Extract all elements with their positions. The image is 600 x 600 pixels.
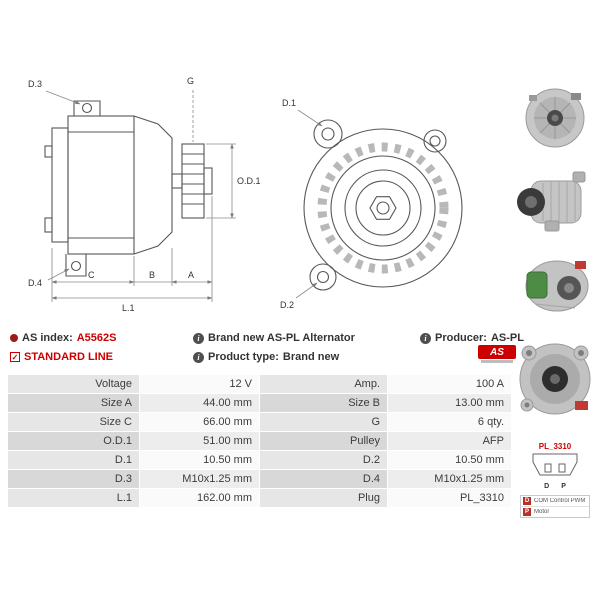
front-view-drawing: D.1 D.2: [278, 90, 483, 320]
bullet-icon: [10, 334, 18, 342]
spec-label: L.1: [8, 489, 140, 508]
dim-label-l1: L.1: [122, 303, 135, 313]
spec-value: 51.00 mm: [140, 432, 260, 451]
producer: i Producer: AS-PL: [420, 332, 524, 344]
pin-key-badge: D: [523, 497, 531, 505]
brand-new-text: Brand new AS-PL Alternator: [208, 332, 355, 344]
pin-description: COM Control PWM: [534, 498, 586, 504]
info-icon: i: [420, 332, 431, 344]
as-pl-logo: AS: [478, 345, 516, 363]
connector-drawing: [523, 452, 587, 483]
spec-value: AFP: [388, 432, 512, 451]
spec-value: 10.50 mm: [388, 451, 512, 470]
spec-label: D.1: [8, 451, 140, 470]
spec-label: Size B: [260, 394, 388, 413]
pin-key-badge: P: [523, 508, 531, 516]
standard-line-label: STANDARD LINE: [24, 351, 114, 363]
spec-value: 162.00 mm: [140, 489, 260, 508]
dimension-lines: [45, 90, 236, 302]
spec-label: O.D.1: [8, 432, 140, 451]
dim-label-d2: D.2: [280, 300, 294, 310]
as-pl-logo-mark: AS: [478, 345, 516, 359]
spec-table: Voltage 12 V Amp. 100 A Size A 44.00 mm …: [8, 375, 512, 508]
connector-pin-letters: D P: [544, 483, 566, 490]
photo-rear-view: [515, 86, 595, 155]
photo-front-view: [515, 331, 595, 428]
spec-value: 44.00 mm: [140, 394, 260, 413]
spec-value: 13.00 mm: [388, 394, 512, 413]
brand-new-note: i Brand new AS-PL Alternator: [193, 332, 355, 344]
spec-value: M10x1.25 mm: [140, 470, 260, 489]
as-index-value: A5562S: [76, 332, 117, 344]
connector-pin-d: D: [544, 483, 550, 490]
product-photos: PL_3310 D P D COM Control PWM P Motor: [512, 86, 598, 518]
photo-angled-view: [515, 254, 595, 321]
connector-pin-p: P: [561, 483, 566, 490]
dim-label-b: B: [149, 270, 155, 280]
spec-value: M10x1.25 mm: [388, 470, 512, 489]
dim-label-d4: D.4: [28, 278, 42, 288]
dim-label-d1: D.1: [282, 98, 296, 108]
as-pl-logo-tagline: [481, 360, 513, 363]
product-type-label: Product type:: [208, 351, 279, 363]
side-view-drawing: D.3 G O.D.1 D.4 C B A L.1: [22, 70, 272, 323]
photo-side-view: [515, 165, 595, 244]
producer-label: Producer:: [435, 332, 487, 344]
spec-value: PL_3310: [388, 489, 512, 508]
as-index-label: AS index:: [22, 332, 73, 344]
spec-value: 66.00 mm: [140, 413, 260, 432]
spec-label: Voltage: [8, 375, 140, 394]
spec-label: D.2: [260, 451, 388, 470]
alternator-front-outline: [303, 119, 463, 291]
product-type: i Product type: Brand new: [193, 351, 339, 363]
pin-legend-row: P Motor: [521, 506, 589, 517]
spec-label: Amp.: [260, 375, 388, 394]
dim-label-g: G: [187, 76, 194, 86]
pin-legend-row: D COM Control PWM: [521, 496, 589, 506]
dimension-labels: D.3 G O.D.1 D.4 C B A L.1: [28, 76, 261, 313]
dim-label-d3: D.3: [28, 79, 42, 89]
as-index: AS index: A5562S: [10, 332, 117, 344]
spec-label: D.3: [8, 470, 140, 489]
spec-value: 6 qty.: [388, 413, 512, 432]
alternator-side-outline: [44, 100, 213, 277]
spec-label: Size C: [8, 413, 140, 432]
info-icon: i: [193, 332, 204, 344]
spec-label: D.4: [260, 470, 388, 489]
producer-value: AS-PL: [490, 332, 524, 344]
connector-name: PL_3310: [538, 442, 572, 451]
dim-label-od1: O.D.1: [237, 176, 261, 186]
spec-label: Size A: [8, 394, 140, 413]
info-icon: i: [193, 351, 204, 363]
dimension-lines: [295, 109, 323, 299]
standard-line: ✓ STANDARD LINE: [10, 351, 113, 363]
spec-value: 10.50 mm: [140, 451, 260, 470]
check-icon: ✓: [10, 352, 20, 362]
spec-label: Pulley: [260, 432, 388, 451]
spec-label: G: [260, 413, 388, 432]
pin-description: Motor: [534, 509, 550, 515]
pin-legend-table: D COM Control PWM P Motor: [520, 495, 590, 518]
spec-value: 100 A: [388, 375, 512, 394]
spec-label: Plug: [260, 489, 388, 508]
dim-label-c: C: [88, 270, 95, 280]
spec-value: 12 V: [140, 375, 260, 394]
dim-label-a: A: [188, 270, 194, 280]
product-type-value: Brand new: [282, 351, 340, 363]
